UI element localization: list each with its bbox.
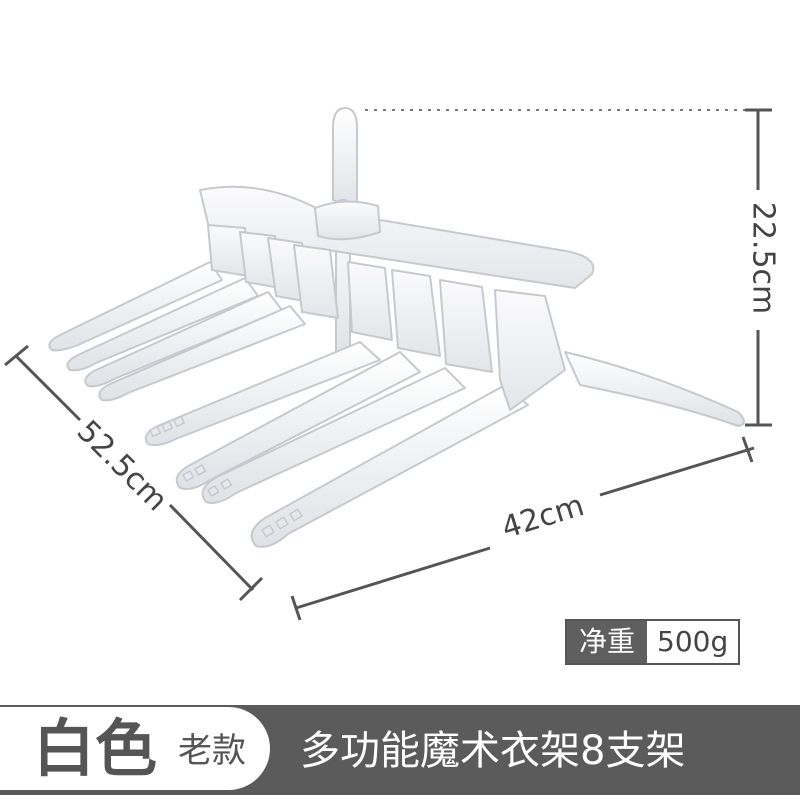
width-dimension-line	[290, 436, 755, 621]
net-weight-label: 净重	[567, 621, 648, 663]
color-name: 白色	[33, 712, 158, 785]
depth-dimension-line	[4, 344, 264, 602]
height-dimension-label: 22.5cm	[745, 201, 781, 315]
hanger-hook	[332, 107, 358, 211]
height-dimension-line	[745, 108, 772, 427]
color-pill	[0, 707, 270, 790]
hanger-illustration	[48, 107, 745, 548]
net-weight-value: 500g	[647, 621, 739, 663]
net-weight-badge: 净重 500g	[565, 619, 741, 665]
right-shoulder-arm	[564, 351, 745, 427]
product-title: 多功能魔术衣架8支架	[300, 728, 686, 774]
model-tag: 老款	[178, 731, 246, 771]
